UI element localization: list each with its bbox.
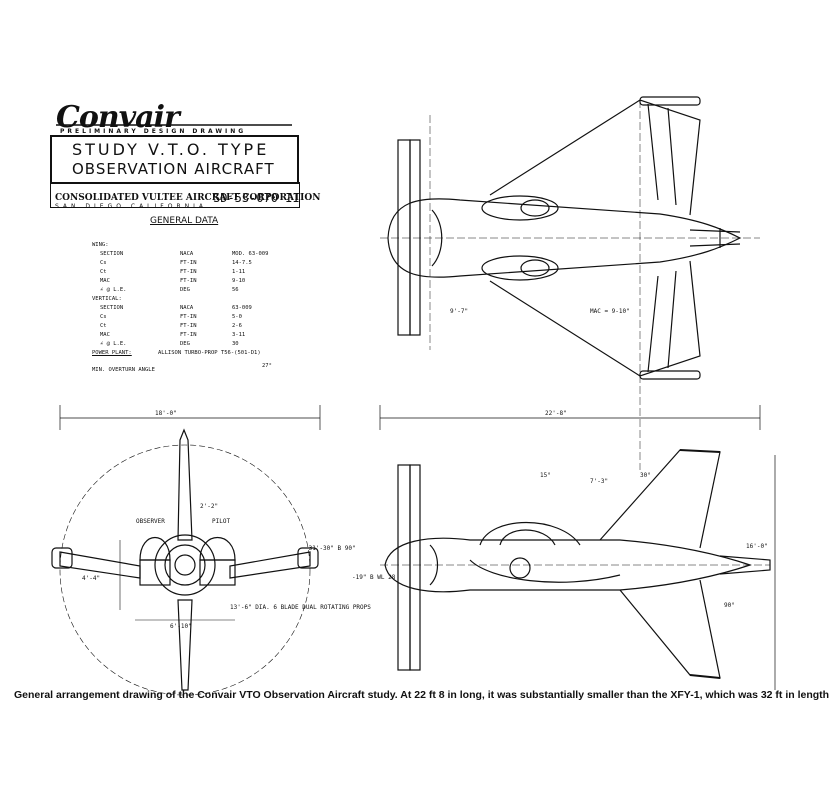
wing-row-item: SECTION: [100, 251, 124, 257]
dimension-2-2: 2'-2": [200, 503, 219, 510]
observer-label: OBSERVER: [136, 518, 165, 525]
wing-row-value: MOD. 63-009: [232, 251, 269, 257]
vertical-row-item: SECTION: [100, 305, 124, 311]
company-address: SAN DIEGO CALIFORNIA: [55, 203, 207, 210]
wing-row-value: 1-11: [232, 269, 246, 275]
drawing-number: SD-53-070 II: [213, 191, 300, 205]
vertical-row-unit: FT-IN: [180, 314, 197, 320]
wing-row-unit: FT-IN: [180, 269, 197, 275]
overturn-value: 27°: [262, 363, 272, 369]
angle-15: 15°: [540, 472, 551, 479]
vertical-row-unit: DEG: [180, 341, 190, 347]
vertical-row-value: 3-11: [232, 332, 246, 338]
dimension-lines: [59, 405, 776, 690]
waterline-note: -19" B WL 28: [352, 574, 396, 581]
wing-row-value: 14-7.5: [232, 260, 252, 266]
pilot-label: PILOT: [212, 518, 231, 525]
dimension-6-10: 6'-10": [170, 623, 192, 630]
vertical-row-unit: FT-IN: [180, 332, 197, 338]
title-line-2: OBSERVATION AIRCRAFT: [72, 160, 275, 178]
plan-view: [380, 96, 760, 470]
dimension-7-3: 7'-3": [590, 478, 609, 485]
vertical-row-value: 63-009: [232, 305, 252, 311]
wing-row-unit: DEG: [180, 287, 190, 293]
props-note: 13'-6" DIA. 6 BLADE DUAL ROTATING PROPS: [230, 604, 371, 611]
vertical-row-value: 2-6: [232, 323, 242, 329]
wing-row-unit: FT-IN: [180, 278, 197, 284]
wing-row-value: 56: [232, 287, 239, 293]
dimension-9-7: 9'-7": [450, 308, 469, 315]
mac-wing-label: MAC = 9-10": [590, 308, 630, 315]
vertical-row-value: 5-0: [232, 314, 242, 320]
vertical-row-item: Cs: [100, 314, 107, 320]
wing-row-item: ∠ @ L.E.: [100, 287, 127, 293]
wing-row-value: 9-10: [232, 278, 246, 284]
side-view: [380, 449, 771, 679]
figure-caption: General arrangement drawing of the Conva…: [14, 689, 829, 701]
angle-90: 90°: [724, 602, 735, 609]
power-plant-value: ALLISON TURBO-PROP T56-(501-D1): [158, 350, 261, 356]
drawing-subtitle: PRELIMINARY DESIGN DRAWING: [60, 128, 247, 135]
company-name: CONSOLIDATED VULTEE AIRCRAFT CORPORATION: [55, 193, 321, 203]
dimension-4-4: 4'-4": [82, 575, 101, 582]
vertical-row-value: 30: [232, 341, 239, 347]
span-dimension: 18'-0": [155, 410, 177, 417]
wing-row-unit: NACA: [180, 251, 194, 257]
wing-row-item: MAC: [100, 278, 110, 284]
wing-row-item: Cs: [100, 260, 107, 266]
vertical-row-unit: FT-IN: [180, 323, 197, 329]
info-row: [50, 182, 300, 208]
wing-row-unit: FT-IN: [180, 260, 197, 266]
general-data-heading: GENERAL DATA: [150, 216, 219, 226]
logo-underline: [56, 124, 292, 126]
overturn-label: MIN. OVERTURN ANGLE: [92, 367, 155, 373]
vertical-label: VERTICAL:: [92, 296, 122, 302]
title-box: [50, 135, 299, 184]
height-dimension: 16'-0": [746, 543, 768, 550]
wing-row-item: Ct: [100, 269, 107, 275]
vertical-row-item: Ct: [100, 323, 107, 329]
aircraft-drawing: [51, 96, 776, 696]
station-note: -31'-30" B 90": [305, 545, 356, 552]
vertical-row-item: ∠ @ L.E.: [100, 341, 127, 347]
length-dimension: 22'-8": [545, 410, 567, 417]
vertical-row-item: MAC: [100, 332, 110, 338]
wing-label: WING:: [92, 242, 109, 248]
vertical-row-unit: NACA: [180, 305, 194, 311]
front-view: [51, 428, 319, 696]
title-line-1: STUDY V.T.O. TYPE: [72, 140, 270, 159]
power-plant-label: POWER PLANT:: [92, 350, 132, 356]
angle-30: 30°: [640, 472, 651, 479]
convair-logo: Convair: [56, 100, 180, 135]
